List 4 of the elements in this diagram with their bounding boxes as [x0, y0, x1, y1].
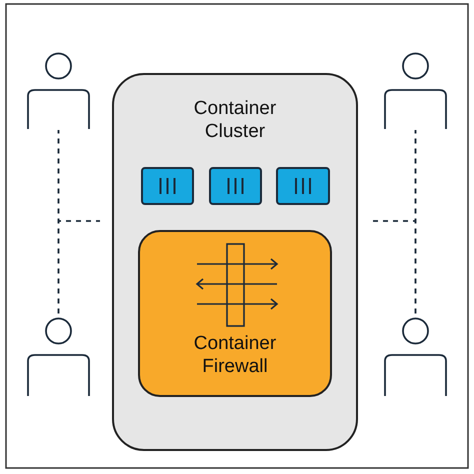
cluster-panel	[112, 73, 358, 451]
cluster-title: Container Cluster	[192, 97, 278, 143]
firewall-label: Container Firewall	[192, 332, 278, 378]
firewall-panel	[138, 230, 332, 397]
